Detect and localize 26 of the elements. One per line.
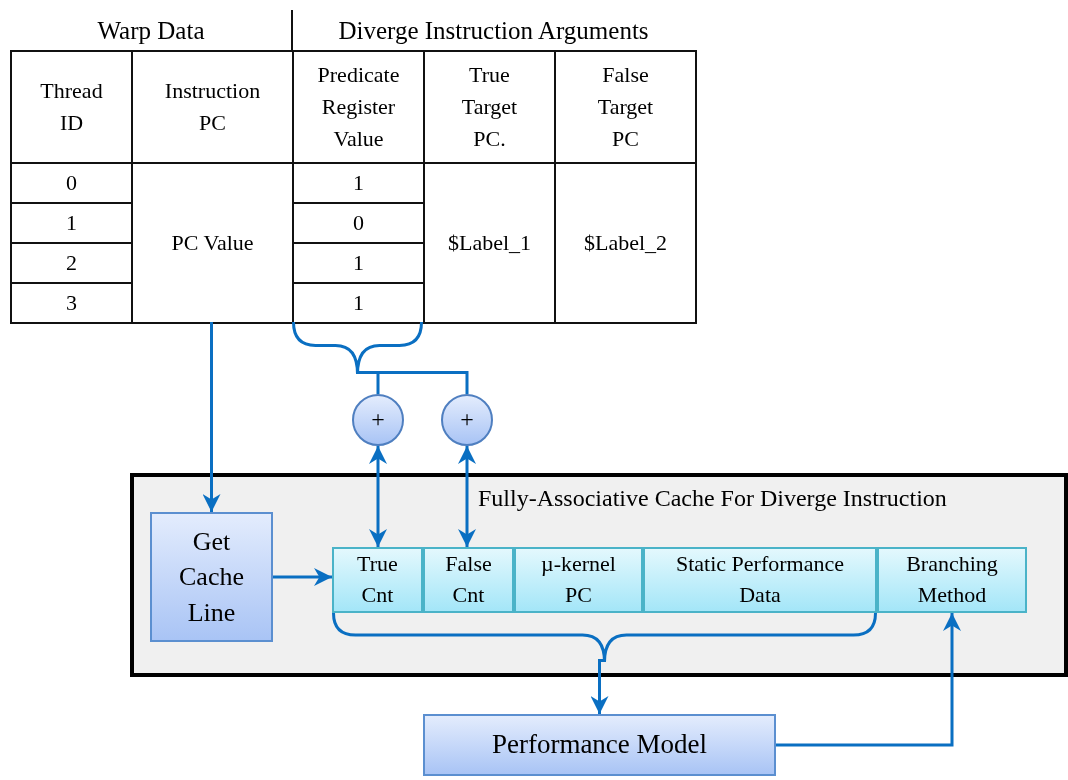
group-header: Diverge Instruction Arguments [337,15,650,46]
adder-circle: + [441,394,493,446]
column-header: Thread ID [10,50,133,164]
arrow [202,322,221,512]
process-box: Performance Model [423,714,776,776]
table-cell: $Label_2 [554,162,697,324]
table-cell: 3 [10,282,133,324]
cache-field: Branching Method [877,547,1027,613]
cache-field: False Cnt [423,547,514,613]
arrow [458,446,476,547]
cache-panel [130,473,1068,677]
column-header: False Target PC [554,50,697,164]
arrow [369,446,387,547]
curly-brace [332,613,877,662]
arrow [590,659,609,714]
curly-brace [292,322,423,374]
connector-line [357,371,469,394]
cache-field: True Cnt [332,547,423,613]
arrow [273,568,332,586]
panel-title: Fully-Associative Cache For Diverge Instruction [478,484,947,513]
adder-circle: + [352,394,404,446]
cache-field: µ-kernel PC [514,547,643,613]
cache-field: Static Performance Data [643,547,877,613]
group-header: Warp Data [96,15,206,46]
arrow [776,613,961,747]
process-box: Get Cache Line [150,512,273,642]
